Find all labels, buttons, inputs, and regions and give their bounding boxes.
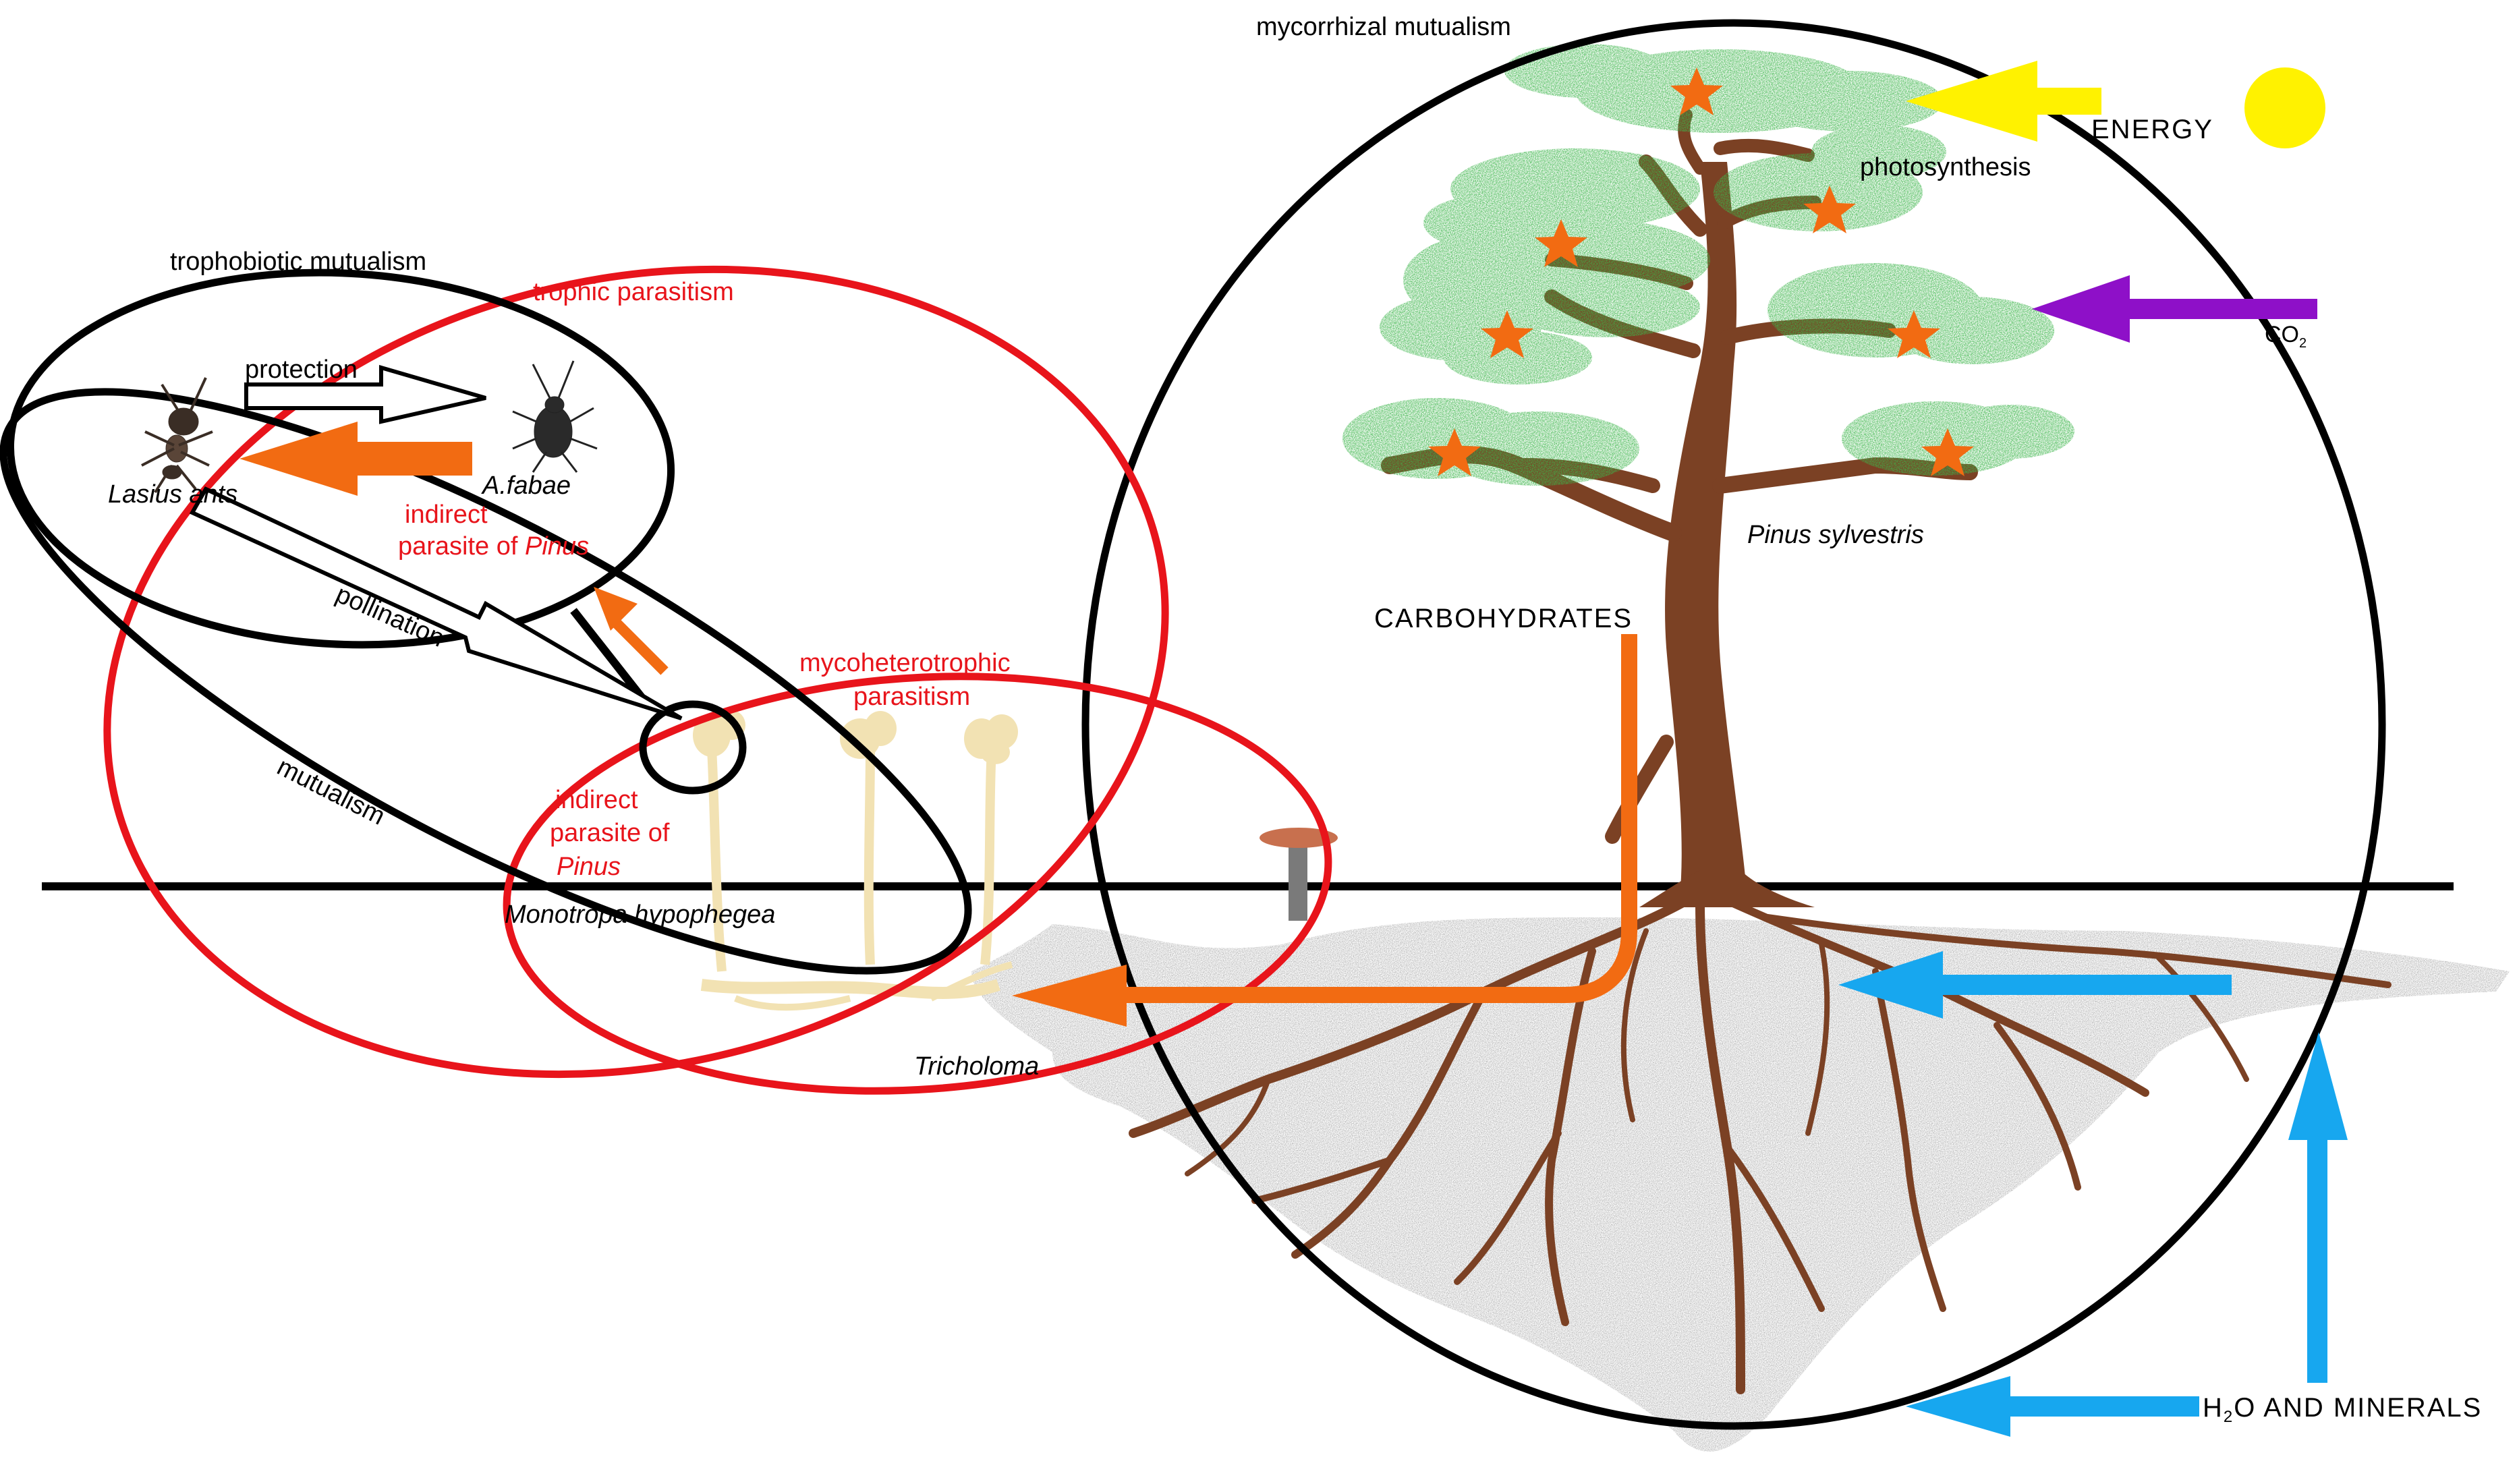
label-pinus-sylvestris: Pinus sylvestris [1747,521,1924,549]
water-arrow-up [2288,1032,2348,1383]
trophic-parasitism-ellipse [103,265,1169,1079]
tricholoma-mushroom [1260,828,1338,921]
label-mutualism: mutualism [273,753,389,831]
label-energy: ENERGY [2091,115,2213,144]
label-trophobiotic-mutualism: trophobiotic mutualism [170,248,426,276]
honeydew-arrow [239,422,472,496]
star-icon [1921,428,1974,476]
aphid-icon [512,360,598,473]
co2-arrow [2032,275,2317,343]
pine-trunk [1639,162,1815,907]
star-icon [1670,67,1723,115]
star-icon [1535,219,1587,267]
star-icon [1481,310,1533,358]
carbohydrate-arrow [1012,634,1637,1027]
label-lasius-ants: Lasius ants [108,480,237,509]
label-mycoheterotrophic-line1: mycoheterotrophic [799,649,1011,677]
label-monotropa: Monotropa hypophegea [505,901,775,929]
label-indirect-parasite-1-line1: indirect [405,501,488,529]
star-icon [1888,310,1940,358]
label-mycorrhizal-mutualism: mycorrhizal mutualism [1256,13,1511,41]
pine-foliage [1342,44,2074,486]
star-icon [1803,186,1856,233]
water-arrow-bottom [1906,1376,2199,1437]
parasite-small-arrow [594,587,669,675]
label-trophic-parasitism: trophic parasitism [533,278,734,306]
relationship-ellipses [0,19,2386,1430]
energy-arrow [1906,61,2325,148]
label-indirect-parasite-2-line2: parasite of [550,819,670,847]
label-mycoheterotrophic-line2: parasitism [853,683,970,711]
monotropa-plants [693,710,1018,1011]
mycorrhizal-mutualism-ellipse [1081,19,2386,1430]
label-photosynthesis: photosynthesis [1860,153,2031,181]
label-protection: protection [245,355,358,384]
star-icon [1428,428,1481,476]
ant-icon [141,377,213,494]
trophobiotic-ellipse [6,268,675,649]
pine-roots [1129,896,2392,1394]
label-a-fabae: A.fabae [481,472,571,500]
label-tricholoma: Tricholoma [914,1052,1039,1081]
label-h2o-minerals: H2O AND MINERALS [2203,1393,2482,1426]
label-indirect-parasite-1-line2: parasite of Pinus [398,532,589,561]
sun-icon [2244,67,2325,148]
mycoheterotrophic-ellipse [503,673,1332,1095]
mutualism-ellipse [0,388,972,975]
protection-arrow [244,365,486,424]
label-carbohydrates: CARBOHYDRATES [1374,604,1633,633]
pollination-arrow [189,486,683,720]
label-pinus-2: Pinus [557,853,621,881]
water-arrow-right [1838,951,2232,1019]
photosynthesis-stars [1428,67,1974,476]
label-indirect-parasite-2-line1: indirect [555,786,638,814]
monotropa-flower-circle [639,700,747,795]
label-co2: CO2 [2265,322,2307,351]
